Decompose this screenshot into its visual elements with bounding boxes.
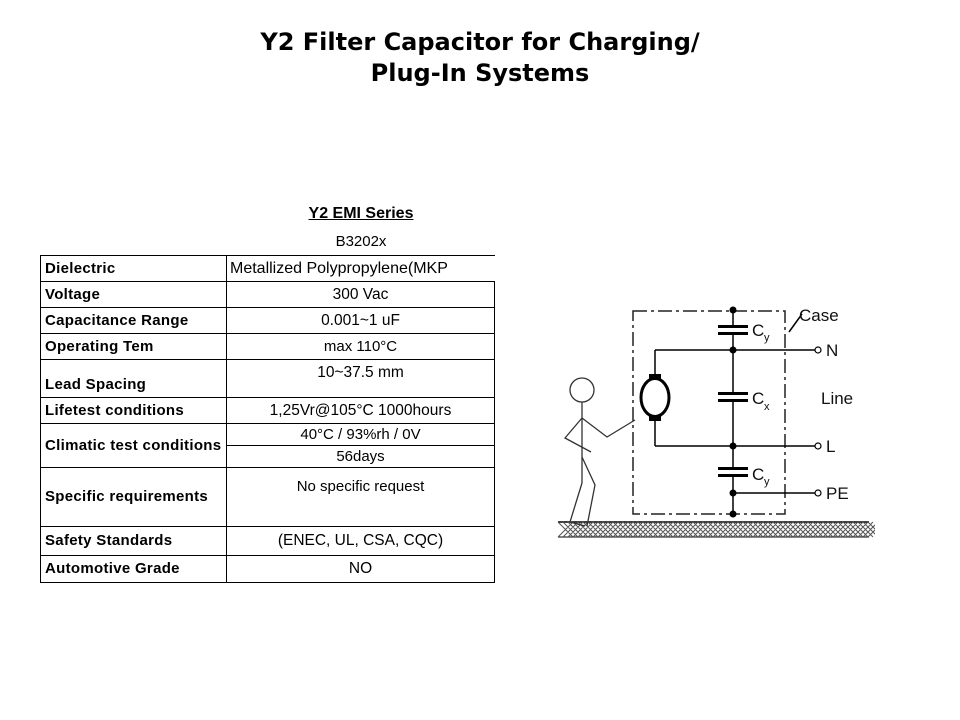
- junction-dots: [729, 306, 737, 518]
- row-label: Specific requirements: [40, 467, 227, 527]
- cy-bottom-label: C: [752, 465, 764, 484]
- slide-title-line-2: Plug-In Systems: [370, 59, 590, 87]
- row-value: Metallized Polypropylene(MKP: [226, 255, 495, 282]
- spec-table: Dielectric Metallized Polypropylene(MKP …: [40, 255, 495, 583]
- row-label: Capacitance Range: [40, 307, 227, 334]
- row-value: No specific request: [226, 467, 495, 527]
- motor-icon: [639, 374, 671, 421]
- terminal-l: [814, 442, 822, 450]
- capacitor-cy-top: [718, 325, 748, 335]
- capacitor-cy-bottom: [718, 467, 748, 477]
- row-value: 40°C / 93%rh / 0V: [226, 423, 495, 446]
- row-value: 300 Vac: [226, 281, 495, 308]
- row-label: Safety Standards: [40, 526, 227, 556]
- row-value: NO: [226, 555, 495, 583]
- row-value: max 110°C: [226, 333, 495, 360]
- row-value-2: 56days: [226, 445, 495, 468]
- l-label: L: [826, 437, 835, 456]
- cy-top-subscript: y: [764, 332, 770, 344]
- table-row: Lead Spacing 10~37.5 mm: [40, 359, 495, 398]
- table-row: Voltage 300 Vac: [40, 281, 495, 308]
- slide-title-line-1: Y2 Filter Capacitor for Charging/: [260, 28, 700, 56]
- line-label: Line: [821, 389, 853, 408]
- row-label: Voltage: [40, 281, 227, 308]
- part-number: B3202x: [335, 233, 387, 250]
- ground-hatch: [557, 521, 875, 538]
- row-label: Lifetest conditions: [40, 397, 227, 424]
- capacitor-cx: [718, 392, 748, 402]
- terminal-n: [814, 346, 822, 354]
- row-value: 0.001~1 uF: [226, 307, 495, 334]
- row-value: 1,25Vr@105°C 1000hours: [226, 397, 495, 424]
- slide-title: Y2 Filter Capacitor for Charging/ Plug-I…: [0, 27, 960, 89]
- circuit-diagram: Case N Line L PE C y C x C y: [555, 300, 875, 545]
- table-row: Dielectric Metallized Polypropylene(MKP: [40, 255, 495, 282]
- table-row: Capacitance Range 0.001~1 uF: [40, 307, 495, 334]
- row-label: Operating Tem: [40, 333, 227, 360]
- row-value: (ENEC, UL, CSA, CQC): [226, 526, 495, 556]
- row-label: Lead Spacing: [40, 359, 227, 398]
- cx-label: C: [752, 389, 764, 408]
- row-value: 10~37.5 mm: [226, 359, 495, 398]
- case-outline: [632, 310, 786, 515]
- circuit-wires: [654, 309, 816, 515]
- row-label: Automotive Grade: [40, 555, 227, 583]
- table-row: Automotive Grade NO: [40, 555, 495, 583]
- cy-bottom-subscript: y: [764, 476, 770, 488]
- terminal-pe: [814, 489, 822, 497]
- row-label: Climatic test conditions: [40, 423, 227, 468]
- series-title: Y2 EMI Series: [308, 205, 414, 222]
- table-row: Specific requirements No specific reques…: [40, 467, 495, 527]
- cx-subscript: x: [764, 401, 770, 413]
- person-figure: [563, 377, 636, 527]
- cy-top-label: C: [752, 321, 764, 340]
- table-row: Safety Standards (ENEC, UL, CSA, CQC): [40, 526, 495, 556]
- table-row: Climatic test conditions 40°C / 93%rh / …: [40, 423, 495, 468]
- n-label: N: [826, 341, 838, 360]
- table-row: Operating Tem max 110°C: [40, 333, 495, 360]
- case-label: Case: [799, 306, 839, 325]
- table-row: Lifetest conditions 1,25Vr@105°C 1000hou…: [40, 397, 495, 424]
- pe-label: PE: [826, 484, 849, 503]
- terminals: [814, 346, 822, 497]
- row-label: Dielectric: [40, 255, 227, 282]
